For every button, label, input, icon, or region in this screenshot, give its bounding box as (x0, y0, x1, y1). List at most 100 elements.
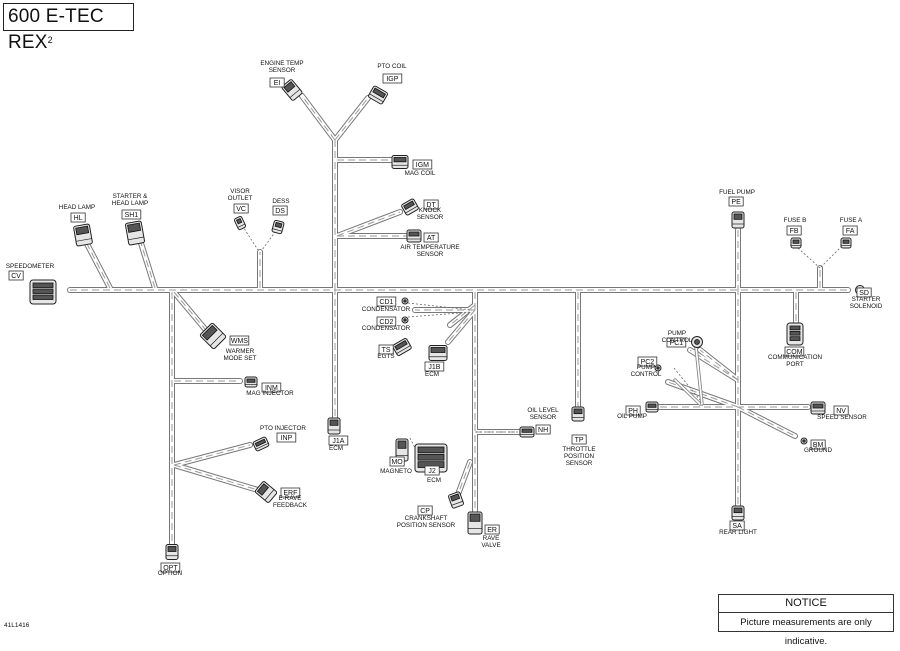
component-code: MO (391, 459, 403, 466)
code-box (856, 287, 872, 298)
connector-latch (405, 205, 418, 214)
connector-icon (165, 544, 179, 560)
connector-pins (127, 222, 142, 233)
component-label: CONTROL (662, 337, 693, 344)
connector-icon (327, 417, 341, 435)
connector-latch (369, 93, 384, 103)
component-label: FUSE B (784, 217, 807, 224)
harness-segment (736, 405, 797, 438)
component-label: WARMER (226, 348, 255, 355)
component-label: OIL LEVEL (527, 407, 559, 414)
connector-icon (401, 297, 409, 305)
connector-latch (289, 89, 301, 98)
component-code: NH (538, 427, 548, 434)
component-label: REAR LIGHT (719, 529, 757, 536)
connector-icon (840, 237, 852, 249)
connector-pins (329, 419, 339, 426)
connector-pins (733, 213, 743, 220)
harness-segment (173, 444, 251, 466)
connector-latch (396, 345, 411, 354)
component-label: AIR TEMPERATURE (400, 244, 459, 251)
component-code: PH (628, 408, 638, 415)
component-label: MAG COIL (405, 170, 436, 177)
harness-segment (699, 349, 739, 381)
wiring-harness-diagram: .w1 { fill:none; stroke:#777; stroke-wid… (6, 60, 883, 577)
component-label: STARTER & (113, 193, 149, 200)
notice-text: Picture measurements are only indicative… (740, 617, 872, 647)
connector-icon (281, 79, 303, 101)
component-code: WMS (231, 338, 248, 345)
connector-icon (810, 401, 826, 415)
connector-icon (254, 481, 278, 503)
connector-pins (394, 339, 408, 351)
connector-pins (430, 347, 446, 353)
harness-segment (173, 464, 259, 491)
connector-latch (209, 332, 224, 347)
connector-icon (448, 491, 464, 509)
code-box (121, 209, 142, 220)
component-label: KNOCK (419, 207, 442, 214)
component-code: CD2 (379, 319, 393, 326)
document-number: 41L1416 (4, 622, 30, 629)
terminal-stud (403, 318, 407, 322)
code-box (261, 382, 282, 393)
connector-icon (199, 322, 227, 350)
connector-icon (800, 437, 808, 445)
component-code: J2 (428, 468, 436, 475)
harness-segment (336, 211, 401, 237)
code-box (378, 344, 394, 355)
harness-segment (449, 304, 476, 326)
notice-heading: NOTICE (719, 595, 893, 613)
connector-pins (647, 403, 657, 408)
code-box (417, 505, 433, 516)
code-box (280, 487, 301, 498)
component-label: COMMUNICATION (768, 354, 823, 361)
connector-icon (519, 426, 535, 438)
connector-pins (733, 507, 743, 514)
component-label: POSITION (564, 453, 595, 460)
connector-icon (73, 223, 93, 247)
code-box (484, 524, 500, 535)
component-label: STARTER (852, 296, 881, 303)
component-label: SENSOR (530, 414, 557, 421)
component-label: SPEEDOMETER (6, 263, 55, 270)
component-label: PTO COIL (377, 63, 407, 70)
component-label: FEEDBACK (273, 502, 308, 509)
code-box (412, 159, 433, 170)
component-code: DS (275, 208, 285, 215)
connector-icon (233, 216, 247, 230)
code-box (535, 424, 551, 435)
harness-segment (84, 239, 111, 289)
component-code: DT (426, 202, 436, 209)
code-box (160, 562, 181, 573)
component-label: POSITION SENSOR (397, 522, 456, 529)
component-label: SENSOR (417, 251, 444, 258)
component-code: PC1 (670, 340, 684, 347)
connector-pins (450, 493, 461, 502)
component-label: GROUND (804, 447, 832, 454)
code-box (424, 465, 440, 476)
connector-pins (789, 330, 801, 336)
component-code: CV (11, 273, 21, 280)
component-code: COM (786, 349, 803, 356)
terminal-stud (694, 339, 700, 345)
component-code: INM (265, 385, 278, 392)
harness-trunks (67, 93, 851, 548)
harness-segment (456, 461, 471, 498)
code-box (269, 77, 285, 88)
component-code: ER (487, 527, 497, 534)
terminal-stud (802, 439, 806, 443)
